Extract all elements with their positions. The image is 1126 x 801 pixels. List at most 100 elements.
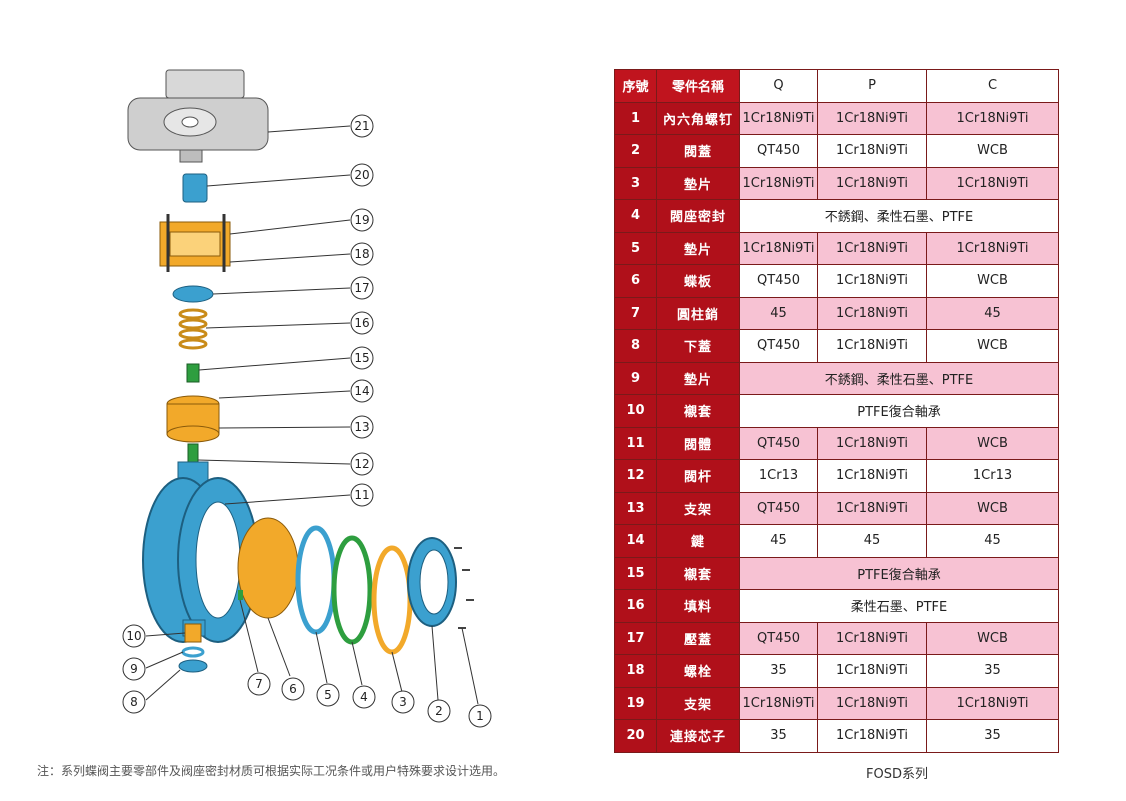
callout-2: 2 bbox=[427, 699, 451, 723]
callout-10: 10 bbox=[122, 624, 146, 648]
row-material-all: 柔性石墨、PTFE bbox=[739, 589, 1059, 623]
row-number: 10 bbox=[614, 394, 657, 428]
row-material-all: 不銹鋼、柔性石墨、PTFE bbox=[739, 361, 1059, 395]
row-material-q: 35 bbox=[739, 654, 818, 688]
svg-text:20: 20 bbox=[354, 168, 369, 182]
row-material-c: 45 bbox=[926, 296, 1059, 330]
svg-text:19: 19 bbox=[354, 213, 369, 227]
row-material-c: WCB bbox=[926, 264, 1059, 298]
row-number: 13 bbox=[614, 491, 657, 525]
svg-text:16: 16 bbox=[354, 316, 369, 330]
row-material-q: QT450 bbox=[739, 491, 818, 525]
row-material-p: 1Cr18Ni9Ti bbox=[817, 134, 927, 168]
row-material-p: 1Cr18Ni9Ti bbox=[817, 296, 927, 330]
callout-15: 15 bbox=[350, 346, 374, 370]
row-material-p: 1Cr18Ni9Ti bbox=[817, 621, 927, 655]
row-material-p: 1Cr18Ni9Ti bbox=[817, 459, 927, 493]
gland-part bbox=[172, 285, 214, 303]
table-header-row: 序號 零件名稱 Q P C bbox=[614, 69, 1059, 103]
row-material-q: QT450 bbox=[739, 426, 818, 460]
row-number: 6 bbox=[614, 264, 657, 298]
svg-text:15: 15 bbox=[354, 351, 369, 365]
lower-gasket-part bbox=[181, 646, 205, 658]
row-material-q: 45 bbox=[739, 524, 818, 558]
row-material-all: PTFE復合軸承 bbox=[739, 394, 1059, 428]
header-p: P bbox=[817, 69, 927, 103]
footnote: 注：系列蝶阀主要零部件及阀座密封材质可根据实际工况条件或用户特殊要求设计选用。 bbox=[37, 764, 506, 778]
row-material-q: 1Cr13 bbox=[739, 459, 818, 493]
gasket-blue-part bbox=[295, 525, 337, 635]
lower-cover-part bbox=[178, 659, 208, 673]
callout-11: 11 bbox=[350, 483, 374, 507]
row-material-q: QT450 bbox=[739, 264, 818, 298]
svg-text:8: 8 bbox=[130, 695, 138, 709]
row-part-name: 鍵 bbox=[656, 524, 740, 558]
row-material-q: 35 bbox=[739, 719, 818, 753]
row-material-q: 1Cr18Ni9Ti bbox=[739, 166, 818, 200]
row-part-name: 蝶板 bbox=[656, 264, 740, 298]
svg-text:5: 5 bbox=[324, 688, 332, 702]
header-q: Q bbox=[739, 69, 818, 103]
row-number: 4 bbox=[614, 199, 657, 233]
row-number: 8 bbox=[614, 329, 657, 363]
row-number: 5 bbox=[614, 231, 657, 265]
header-c: C bbox=[926, 69, 1059, 103]
row-number: 15 bbox=[614, 556, 657, 590]
bracket-part bbox=[159, 214, 231, 272]
exploded-valve-diagram: 21 20 19 18 17 16 15 14 13 12 11 10 9 8 … bbox=[122, 69, 492, 728]
row-part-name: 連接芯子 bbox=[656, 719, 740, 753]
row-material-c: 1Cr13 bbox=[926, 459, 1059, 493]
row-material-c: 35 bbox=[926, 719, 1059, 753]
callout-4: 4 bbox=[352, 685, 376, 709]
svg-text:1: 1 bbox=[476, 709, 484, 723]
svg-text:21: 21 bbox=[354, 119, 369, 133]
row-part-name: 襯套 bbox=[656, 556, 740, 590]
row-material-c: 45 bbox=[926, 524, 1059, 558]
row-material-c: WCB bbox=[926, 134, 1059, 168]
row-number: 2 bbox=[614, 134, 657, 168]
upper-flange-part bbox=[166, 395, 220, 443]
valve-body-part bbox=[142, 461, 259, 643]
row-material-c: WCB bbox=[926, 491, 1059, 525]
callout-12: 12 bbox=[350, 452, 374, 476]
callout-16: 16 bbox=[350, 311, 374, 335]
row-material-c: WCB bbox=[926, 621, 1059, 655]
svg-text:2: 2 bbox=[435, 704, 443, 718]
row-number: 3 bbox=[614, 166, 657, 200]
callout-17: 17 bbox=[350, 276, 374, 300]
row-number: 19 bbox=[614, 686, 657, 720]
row-material-c: WCB bbox=[926, 426, 1059, 460]
row-material-p: 1Cr18Ni9Ti bbox=[817, 719, 927, 753]
gasket-orange-part bbox=[371, 545, 413, 655]
row-material-q: QT450 bbox=[739, 329, 818, 363]
row-part-name: 墊片 bbox=[656, 361, 740, 395]
row-material-q: 1Cr18Ni9Ti bbox=[739, 686, 818, 720]
callout-1: 1 bbox=[468, 704, 492, 728]
row-part-name: 閥杆 bbox=[656, 459, 740, 493]
row-material-q: QT450 bbox=[739, 621, 818, 655]
svg-text:3: 3 bbox=[399, 695, 407, 709]
svg-text:12: 12 bbox=[354, 457, 369, 471]
row-material-p: 1Cr18Ni9Ti bbox=[817, 231, 927, 265]
row-material-c: 35 bbox=[926, 654, 1059, 688]
row-material-p: 1Cr18Ni9Ti bbox=[817, 654, 927, 688]
row-part-name: 圓柱銷 bbox=[656, 296, 740, 330]
row-part-name: 螺栓 bbox=[656, 654, 740, 688]
seat-seal-part bbox=[331, 535, 373, 645]
